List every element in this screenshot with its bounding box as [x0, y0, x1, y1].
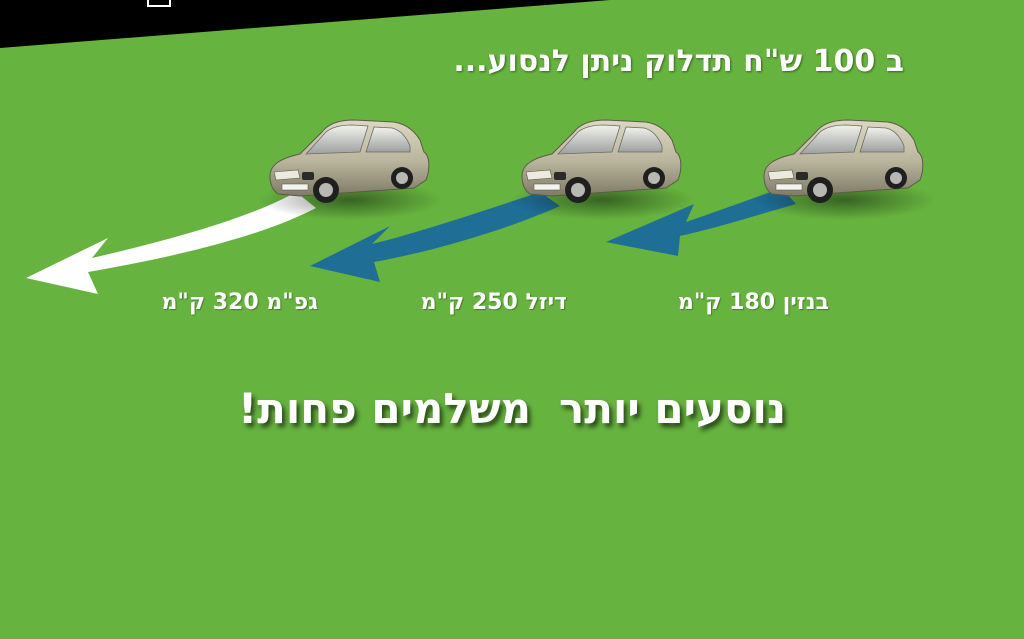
diesel-arrow [310, 192, 560, 282]
slogan-part-2: משלמים פחות! [238, 384, 532, 433]
lpg-range-label: גפ"מ 320 ק"מ [161, 290, 318, 315]
slogan: נוסעים יותר משלמים פחות! [0, 384, 1024, 433]
car-diesel-icon [509, 119, 695, 221]
top-bar [0, 0, 1024, 48]
diesel-range-label: דיזל 250 ק"מ [420, 290, 567, 315]
car-petrol-icon [751, 119, 937, 221]
petrol-arrow [606, 188, 796, 256]
petrol-range-label: בנזין 180 ק"מ [677, 290, 829, 315]
lpg-arrow [26, 192, 316, 294]
slogan-part-1: נוסעים יותר [559, 384, 786, 433]
car-lpg-icon [257, 119, 443, 221]
headline: ב 100 ש"ח תדלוק ניתן לנסוע... [453, 44, 904, 79]
